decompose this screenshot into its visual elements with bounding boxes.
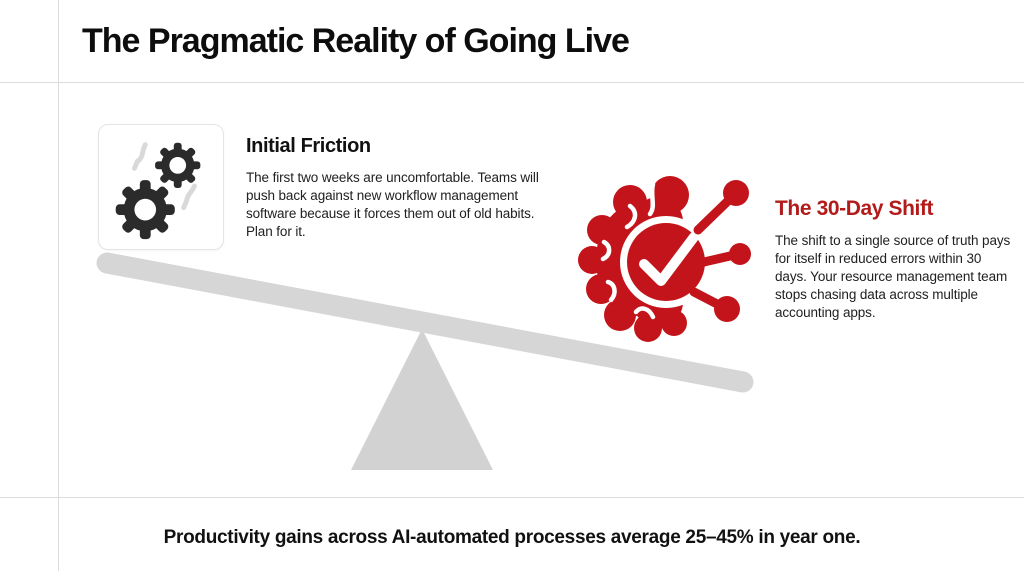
initial-friction-section: Initial Friction The first two weeks are… — [246, 135, 541, 241]
initial-friction-body: The first two weeks are uncomfortable. T… — [246, 170, 539, 239]
gears-icon — [99, 125, 223, 249]
brain-network-check-icon — [578, 172, 758, 352]
footer-statement: Productivity gains across AI-automated p… — [163, 527, 861, 548]
initial-friction-heading: Initial Friction — [246, 135, 371, 157]
thirty-day-shift-section: The 30-Day Shift The shift to a single s… — [775, 197, 1013, 322]
seesaw-fulcrum-triangle — [351, 329, 493, 470]
thirty-day-shift-heading: The 30-Day Shift — [775, 197, 934, 220]
footer-divider-line — [0, 497, 1024, 498]
page-title: The Pragmatic Reality of Going Live — [82, 22, 630, 60]
left-margin-line — [58, 0, 59, 571]
thirty-day-shift-body: The shift to a single source of truth pa… — [775, 233, 1011, 320]
gears-card — [98, 124, 224, 250]
header-divider-line — [0, 82, 1024, 83]
